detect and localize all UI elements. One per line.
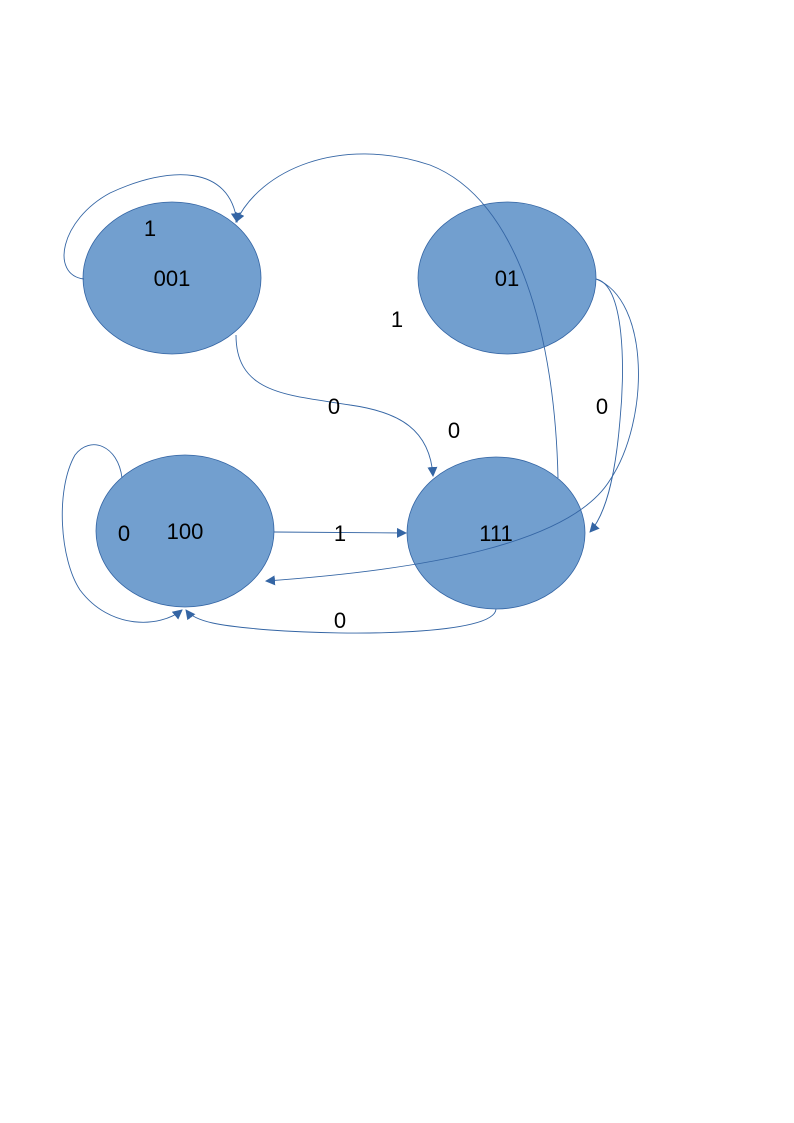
edge-001-self-loop (63, 174, 241, 280)
edge-100-self-loop (61, 444, 183, 623)
state-100-node[interactable] (95, 454, 275, 608)
state-111-label: 111 (479, 521, 513, 546)
edge-001-to-111 (235, 334, 438, 477)
state-001-node[interactable] (82, 201, 262, 355)
edge-label-01-to-100: 0 (595, 394, 609, 419)
edge-label-100-to-111: 1 (333, 521, 347, 546)
edge-100-to-111 (273, 527, 407, 538)
edge-label-111-to-100: 0 (333, 608, 347, 633)
edge-111-to-100 (185, 608, 497, 634)
state-01-label: 01 (494, 266, 520, 291)
edge-label-001-self: 1 (143, 216, 157, 241)
edge-111-to-001 (235, 153, 559, 479)
state-100-label: 100 (166, 519, 204, 544)
edge-label-111-to-001: 1 (390, 307, 404, 332)
edge-label-01-to-111-inner: 0 (447, 418, 461, 443)
state-001-label: 001 (153, 266, 191, 291)
edge-label-100-self: 0 (117, 521, 131, 546)
state-01-node[interactable] (417, 201, 597, 355)
edge-01-to-100 (265, 278, 639, 586)
edge-label-001-to-111: 0 (327, 394, 341, 419)
edge-01-to-111 (589, 278, 623, 533)
